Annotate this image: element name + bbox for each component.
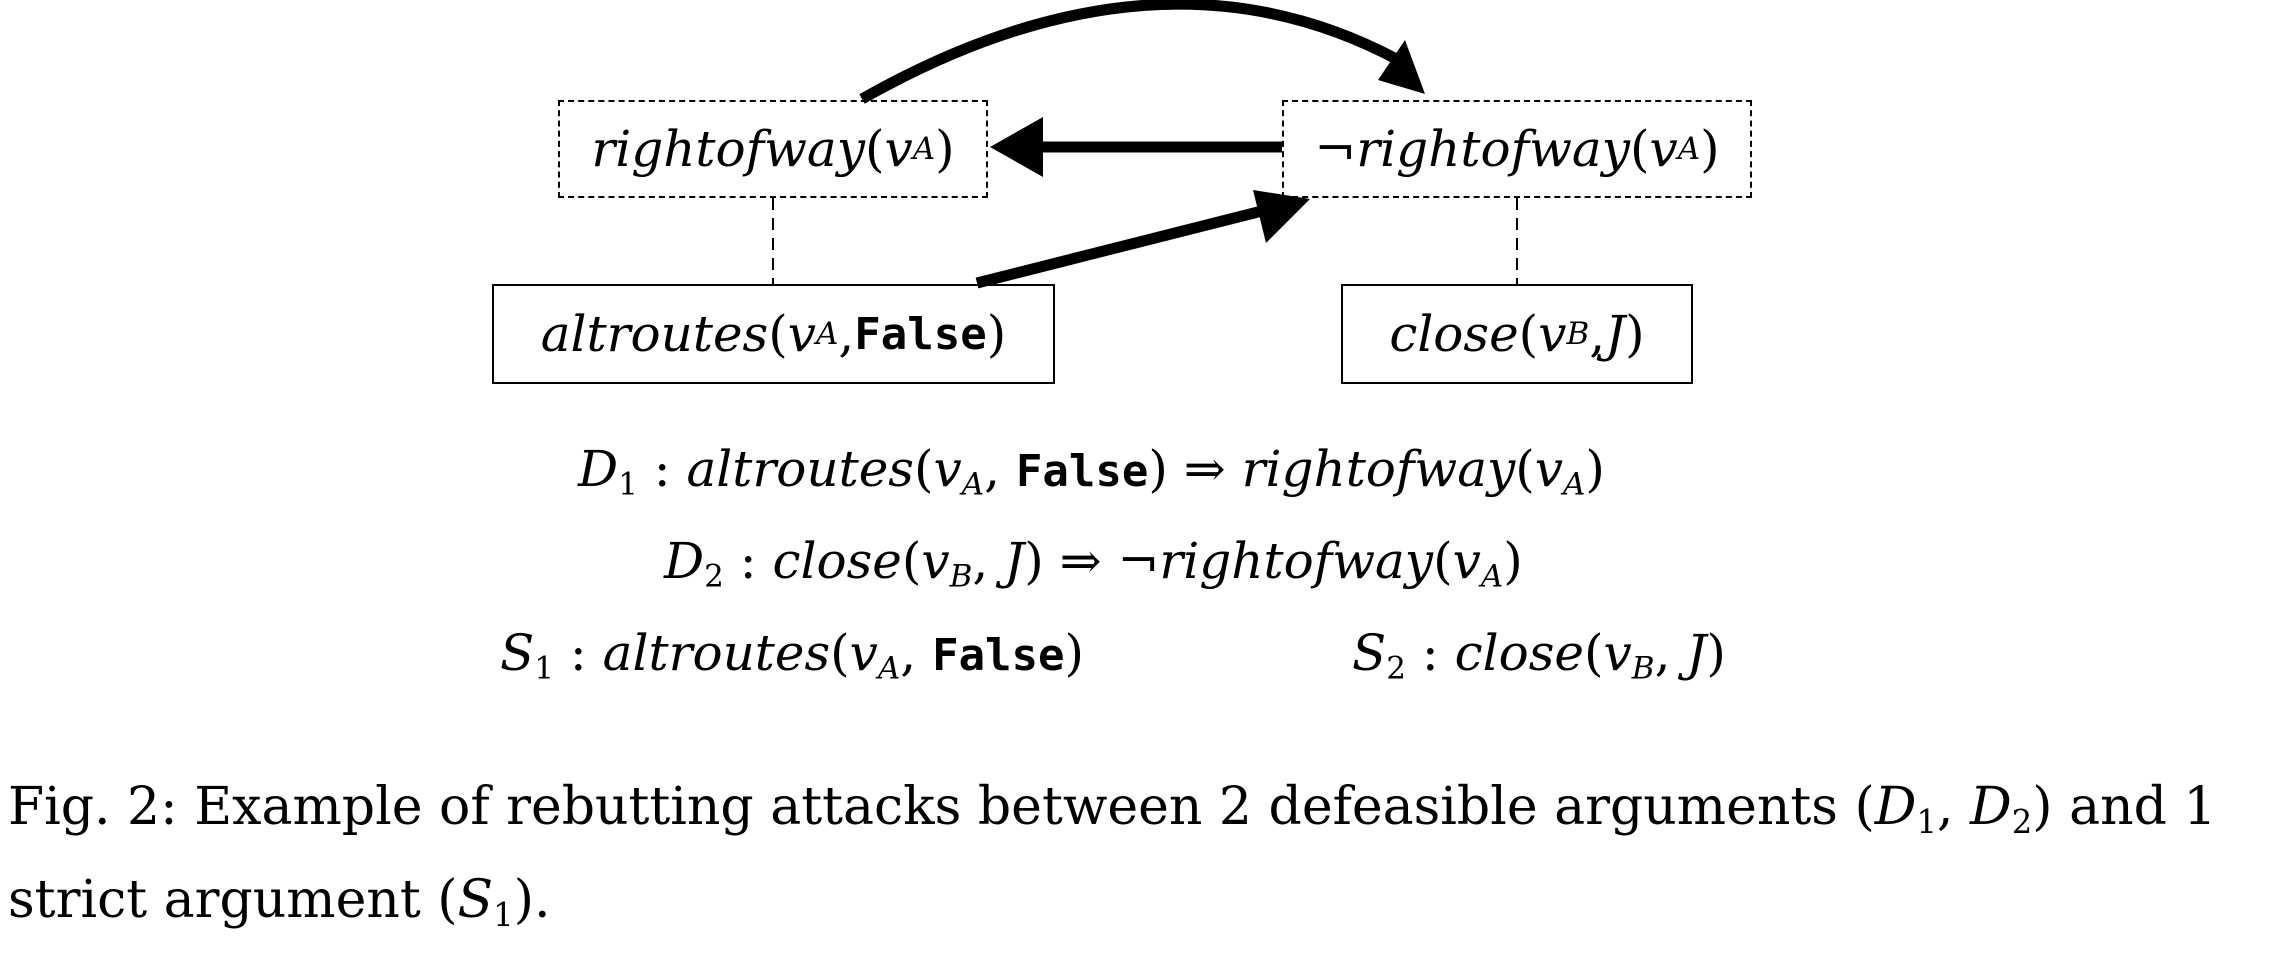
rule-label: S [1352,624,1387,682]
predicate: rightofway [591,120,865,178]
predicate: altroutes [602,624,831,682]
colon: : [739,532,757,590]
subscript: 2 [1386,650,1406,687]
argument: J [1605,305,1626,363]
constant: False [1015,446,1149,497]
subscript: 2 [2011,803,2033,842]
predicate: close [1389,305,1519,363]
argument: v [884,120,913,178]
caption-symbol: D [1874,777,1917,837]
subscript: B [949,558,973,595]
predicate: rightofway [1241,440,1516,498]
subscript: A [877,650,901,687]
argument: v [787,305,816,363]
arrowhead-curved [1378,40,1425,94]
caption-text: Example of rebutting attacks between 2 d… [194,777,1875,837]
rule-label: D [578,440,619,498]
caption-symbol: D [1970,777,2012,837]
predicate: rightofway [1356,120,1630,178]
attack-arrows [772,0,1518,289]
caption-text: ) and 1 strict argument ( [8,777,2217,931]
rule-d1: D1 : altroutes(vA, False) ⇒ rightofway(v… [578,440,1605,503]
argument: v [933,440,962,498]
caption-text: ). [513,870,551,931]
colon: : [1421,624,1439,682]
caption-comma: , [1936,777,1971,837]
predicate: altroutes [540,305,769,363]
predicate: rightofway [1159,532,1434,590]
argument: v [1534,440,1564,498]
arrow-altroutes-attacks-not-rightofway [975,205,1264,289]
caption-symbol: S [457,870,494,931]
subscript: B [1631,650,1655,687]
arrow-rightofway-attacks-not-rightofway [859,0,1405,104]
rule-s1: S1 : altroutes(vA, False) [500,624,1085,687]
negation-symbol: ¬ [1117,532,1160,590]
argument: v [1538,305,1567,363]
argument: v [1452,532,1481,590]
subscript: 1 [534,650,554,687]
constant: False [932,630,1065,681]
colon: : [653,440,671,498]
rule-s2: S2 : close(vB, J) [1352,624,1726,687]
figure-caption: Fig. 2: Example of rebutting attacks bet… [8,768,2263,954]
subscript: 1 [493,896,514,935]
argument: v [1603,624,1632,682]
implies-symbol: ⇒ [1183,440,1226,498]
subscript: B [1566,316,1590,352]
arrowhead-left [990,117,1043,177]
subscript: 2 [704,558,724,595]
colon: : [569,624,587,682]
predicate: close [772,532,902,590]
rule-label: D [664,532,705,590]
argument: v [921,532,950,590]
argument: v [1649,120,1678,178]
subscript: 1 [1916,803,1937,842]
constant: False [854,308,987,360]
predicate: altroutes [686,440,914,498]
subscript: A [1480,558,1504,595]
rule-label: S [500,624,535,682]
subscript: A [912,131,936,167]
argument: v [849,624,878,682]
subscript: A [1677,131,1701,167]
predicate: close [1454,624,1585,682]
subscript: 1 [618,466,638,503]
subscript: A [1563,466,1586,503]
implies-symbol: ⇒ [1059,532,1102,590]
caption-prefix: Fig. 2: [8,777,178,837]
rule-d2: D2 : close(vB, J) ⇒ ¬rightofway(vA) [664,532,1523,595]
argument: J [1686,624,1707,682]
arrowhead-diagonal [1253,190,1310,243]
subscript: A [961,466,985,503]
negation-symbol: ¬ [1314,120,1357,178]
argument: J [1004,532,1025,590]
subscript: A [815,316,839,352]
